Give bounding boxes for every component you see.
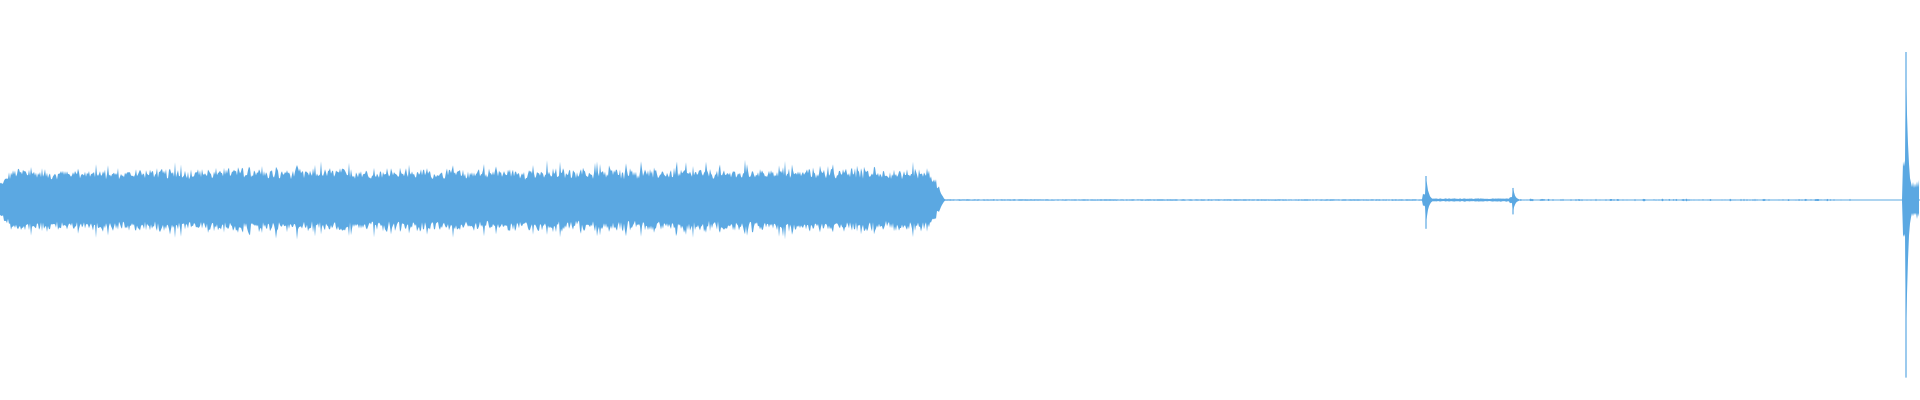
waveform-envelope <box>0 58 1919 343</box>
waveform-peaks <box>1425 52 1907 378</box>
